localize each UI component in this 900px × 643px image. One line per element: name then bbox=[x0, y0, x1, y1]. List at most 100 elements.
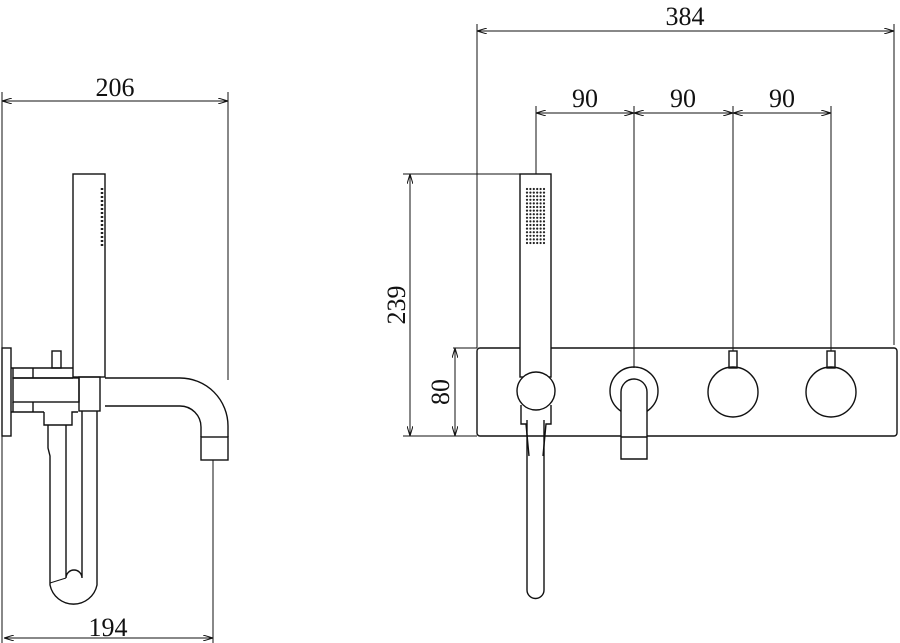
nozzle-dot bbox=[536, 198, 539, 201]
nozzle-dot bbox=[532, 213, 535, 216]
knob-stem-2 bbox=[826, 350, 836, 369]
dimension-label-194: 194 bbox=[89, 613, 128, 642]
nozzle-dot bbox=[532, 202, 535, 205]
spout-front bbox=[620, 378, 648, 460]
nozzle-dot bbox=[536, 205, 539, 209]
dimension-90-row: 90 90 90 bbox=[535, 84, 832, 368]
nozzle-dot bbox=[529, 202, 532, 205]
dimension-194: 194 bbox=[1, 436, 214, 643]
nozzle-dot bbox=[529, 231, 532, 234]
nozzle-dot bbox=[525, 198, 529, 201]
nozzle-dot bbox=[542, 191, 546, 194]
nozzle-dot bbox=[539, 234, 542, 237]
nozzle-dot bbox=[542, 195, 546, 198]
nozzle-dot bbox=[532, 205, 535, 209]
nozzle-dot bbox=[536, 231, 539, 234]
nozzle-dot bbox=[539, 209, 542, 212]
nozzle-dot bbox=[532, 195, 535, 198]
nozzle-dot bbox=[536, 202, 539, 205]
nozzle-dot bbox=[539, 223, 542, 227]
nozzle-dot bbox=[532, 241, 535, 245]
nozzle-dot bbox=[529, 191, 532, 194]
nozzle-dot bbox=[529, 216, 532, 219]
dimension-384: 384 bbox=[476, 2, 895, 348]
nozzle-dot bbox=[542, 187, 546, 191]
nozzle-dot bbox=[529, 223, 532, 227]
nozzle-dot bbox=[542, 198, 546, 201]
hose bbox=[47, 411, 98, 605]
nozzle-dot bbox=[536, 191, 539, 194]
nozzle-dot bbox=[529, 187, 532, 191]
nozzle-dot bbox=[532, 238, 535, 241]
nozzle-dot bbox=[536, 223, 539, 227]
nozzle-dot bbox=[525, 213, 529, 216]
nozzle-dot bbox=[525, 216, 529, 219]
hand-shower-front bbox=[519, 173, 552, 378]
nozzle-dot bbox=[532, 216, 535, 219]
wall-plate bbox=[1, 347, 12, 437]
nozzle-dot bbox=[539, 238, 542, 241]
nozzle-dot bbox=[542, 227, 546, 230]
nozzle-dot bbox=[529, 209, 532, 212]
nozzle-dot bbox=[542, 238, 546, 241]
holder-bracket bbox=[520, 405, 552, 457]
nozzle-dot bbox=[529, 198, 532, 201]
hose-line bbox=[49, 577, 67, 584]
nozzle-dot bbox=[539, 213, 542, 216]
dimension-label-90-2: 90 bbox=[670, 84, 696, 113]
dimension-label-90-1: 90 bbox=[572, 84, 598, 113]
nozzle-dot bbox=[536, 220, 539, 223]
nozzle-dot bbox=[536, 238, 539, 241]
nozzle-dot bbox=[539, 231, 542, 234]
nozzle-dot bbox=[542, 216, 546, 219]
nozzle-dot bbox=[536, 195, 539, 198]
nozzle-dot bbox=[525, 231, 529, 234]
nozzle-dot bbox=[536, 234, 539, 237]
nozzle-dot bbox=[532, 187, 535, 191]
body-cylinder bbox=[12, 377, 80, 403]
nozzle-dot bbox=[525, 209, 529, 212]
nozzle-dot bbox=[536, 187, 539, 191]
nozzle-dot bbox=[542, 241, 546, 245]
nozzle-dot bbox=[542, 231, 546, 234]
nozzle-dot bbox=[525, 202, 529, 205]
valve-stem bbox=[51, 350, 62, 369]
nozzle-dot bbox=[525, 220, 529, 223]
hand-shower bbox=[72, 173, 106, 378]
nozzle-dot bbox=[525, 241, 529, 245]
nozzle-dot bbox=[529, 205, 532, 209]
nozzle-dot bbox=[525, 187, 529, 191]
nozzle-dot bbox=[539, 241, 542, 245]
nozzle-dot bbox=[525, 227, 529, 230]
nozzle-dot bbox=[529, 238, 532, 241]
spout-outlet bbox=[200, 436, 229, 461]
nozzle-dot bbox=[536, 241, 539, 245]
control-knob-1 bbox=[707, 366, 759, 418]
nozzle-dot bbox=[532, 223, 535, 227]
dimension-label-384: 384 bbox=[666, 2, 705, 31]
nozzle-dot bbox=[539, 220, 542, 223]
dimension-label-206: 206 bbox=[96, 73, 135, 102]
nozzle-dot bbox=[539, 195, 542, 198]
nozzle-dot bbox=[542, 202, 546, 205]
nozzle-dot bbox=[529, 220, 532, 223]
nozzle-dot bbox=[536, 216, 539, 219]
dimension-label-80: 80 bbox=[426, 379, 455, 405]
nozzle-dot bbox=[525, 195, 529, 198]
nozzle-dot bbox=[542, 213, 546, 216]
nozzle-dot bbox=[539, 187, 542, 191]
nozzle-dot bbox=[525, 205, 529, 209]
nozzle-dot bbox=[542, 234, 546, 237]
nozzle-dot bbox=[532, 227, 535, 230]
nozzle-dot bbox=[529, 234, 532, 237]
holder bbox=[78, 376, 101, 412]
nozzle-dot bbox=[532, 231, 535, 234]
nozzle-dot bbox=[525, 234, 529, 237]
nozzle-dot bbox=[542, 223, 546, 227]
control-knob-2 bbox=[805, 366, 857, 418]
holder-connector bbox=[516, 371, 556, 411]
nozzle-dot bbox=[525, 223, 529, 227]
nozzle-dot bbox=[536, 227, 539, 230]
valve-body bbox=[11, 367, 78, 426]
